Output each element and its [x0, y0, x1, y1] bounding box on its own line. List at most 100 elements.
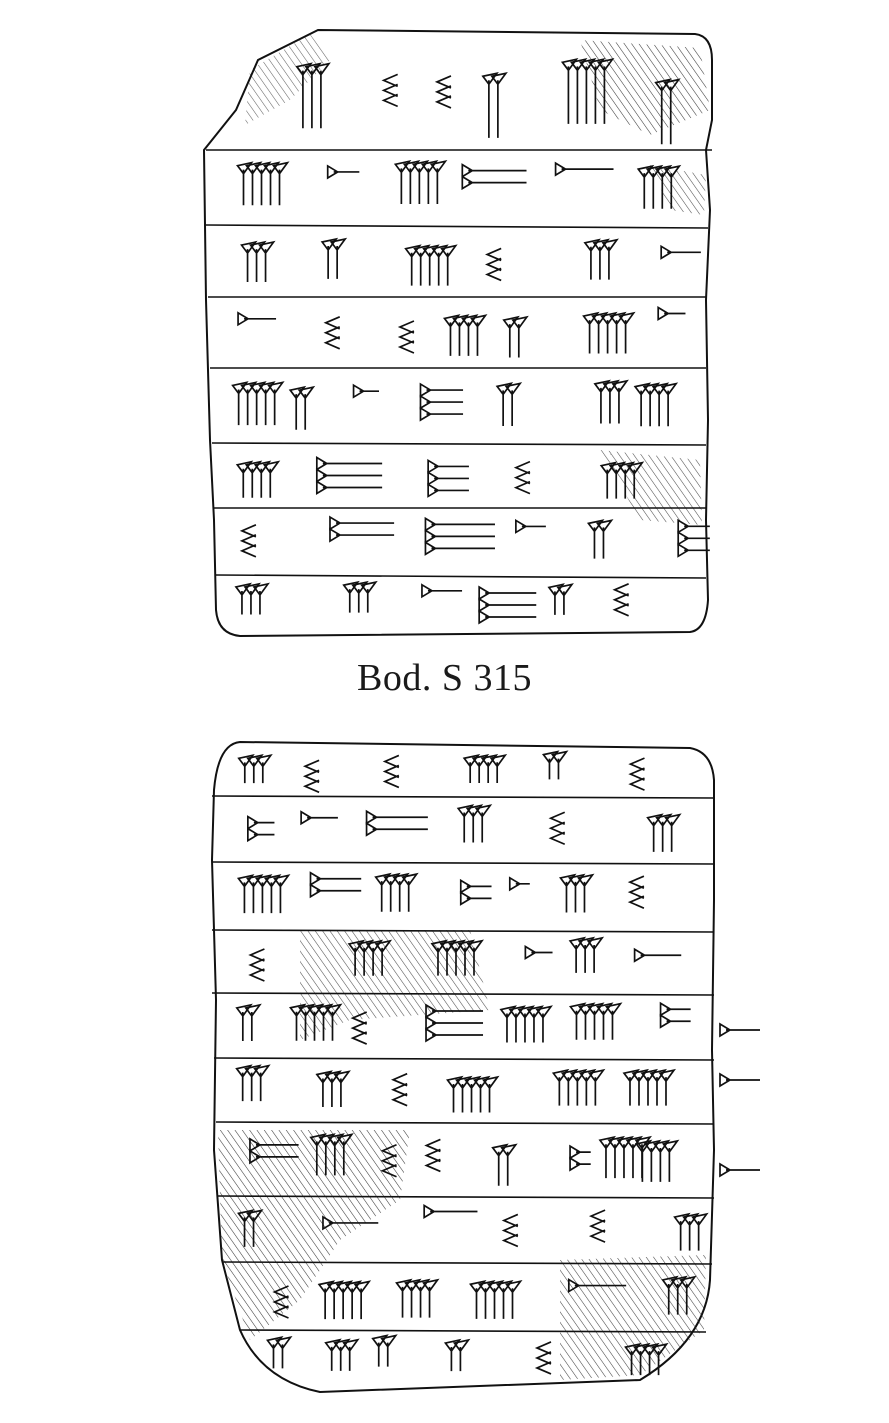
cuneiform-wedge [309, 1133, 327, 1176]
cuneiform-winkelhaken [350, 1031, 368, 1045]
cuneiform-wedge [322, 1215, 379, 1231]
damage-hatch-center [300, 930, 490, 1040]
cuneiform-wedge [333, 1338, 351, 1371]
cuneiform-wedge [677, 542, 710, 558]
cuneiform-wedge [360, 580, 378, 613]
cuneiform-wedge [459, 890, 492, 906]
cuneiform-wedge [664, 813, 682, 852]
cuneiform-winkelhaken [390, 1092, 408, 1107]
cuneiform-wedge [480, 753, 499, 784]
cuneiform-wedge [670, 1275, 688, 1315]
cuneiform-wedge [298, 1003, 316, 1041]
cuneiform-winkelhaken [424, 1158, 441, 1173]
cuneiform-wedge [568, 873, 586, 913]
cuneiform-winkelhaken [302, 759, 320, 774]
cuneiform-wedge [596, 1002, 614, 1040]
cuneiform-wedge [267, 381, 285, 426]
cuneiform-wedge [235, 1003, 253, 1041]
cuneiform-winkelhaken [485, 257, 502, 272]
cuneiform-wedge [655, 813, 673, 852]
damage-hatch-top [580, 40, 710, 135]
cuneiform-wedge [365, 939, 384, 976]
cuneiform-winkelhaken [382, 774, 400, 789]
cuneiform-wedge [419, 406, 464, 422]
cuneiform-wedge [478, 609, 537, 625]
cuneiform-wedge [596, 58, 615, 124]
cuneiform-winkelhaken [588, 1209, 606, 1223]
cuneiform-wedge [457, 939, 475, 976]
cuneiform-wedge [272, 874, 291, 914]
cuneiform-wedge [569, 1002, 587, 1040]
cuneiform-wedge [673, 1212, 691, 1251]
cuneiform-wedge [424, 540, 495, 556]
cuneiform-wedge [297, 385, 316, 430]
cuneiform-wedge [560, 1068, 579, 1106]
cuneiform-wedge [569, 1068, 588, 1106]
cuneiform-wedge [336, 1133, 354, 1176]
cuneiform-wedge [266, 1336, 284, 1369]
cuneiform-wedge [289, 1003, 307, 1041]
cuneiform-wedge [427, 470, 469, 486]
cuneiform-wedge [413, 1278, 431, 1318]
cuneiform-wedge [425, 1003, 484, 1019]
cuneiform-wedge [326, 164, 360, 180]
cuneiform-wedge [577, 873, 595, 913]
cuneiform-winkelhaken [248, 968, 265, 982]
cuneiform-wedge [253, 1064, 271, 1102]
cuneiform-wedge [380, 1334, 398, 1367]
cuneiform-wedge [324, 1338, 342, 1371]
cuneiform-wedge [469, 1279, 487, 1319]
cuneiform-wedge [329, 515, 395, 531]
cuneiform-winkelhaken [513, 460, 531, 475]
cuneiform-winkelhaken [434, 85, 452, 99]
cuneiform-wedge [505, 1279, 523, 1319]
cuneiform-winkelhaken [627, 875, 645, 889]
cuneiform-wedge [456, 804, 475, 843]
cuneiform-wedge [569, 1144, 591, 1160]
cuneiform-wedge [249, 1149, 299, 1165]
cuneiform-wedge [466, 939, 484, 976]
cuneiform-winkelhaken [239, 524, 257, 538]
cuneiform-wedge [500, 1143, 518, 1186]
cuneiform-wedge [427, 482, 469, 498]
cuneiform-wedge [616, 1135, 634, 1179]
cuneiform-winkelhaken [272, 1285, 289, 1299]
cuneiform-wedge [682, 1212, 700, 1251]
cuneiform-wedge [578, 1002, 596, 1040]
cuneiform-wedge [324, 1070, 342, 1107]
cuneiform-wedge [258, 240, 276, 282]
cuneiform-wedge [658, 1068, 676, 1106]
cuneiform-wedge [601, 238, 619, 280]
cuneiform-wedge [443, 1338, 462, 1372]
cuneiform-winkelhaken [381, 93, 399, 108]
cuneiform-wedge [461, 163, 527, 179]
cuneiform-wedge [371, 1334, 389, 1367]
cuneiform-wedge [634, 1139, 653, 1182]
tablet-caption: Bod. S 315 [357, 657, 532, 699]
cuneiform-wedge [335, 1280, 354, 1320]
cuneiform-wedge [245, 874, 264, 914]
cuneiform-winkelhaken [381, 83, 399, 98]
cuneiform-wedge [365, 809, 428, 825]
cuneiform-wedge [235, 1064, 253, 1102]
cuneiform-wedge [374, 872, 392, 912]
cuneiform-wedge [663, 164, 682, 209]
tablet-reverse-outline [210, 740, 716, 1394]
cuneiform-wedge [691, 1212, 709, 1251]
cuneiform-wedge [560, 58, 579, 124]
cuneiform-wedge [318, 1133, 336, 1176]
damage-hatch-right [650, 165, 706, 215]
cuneiform-wedge [586, 936, 605, 973]
cuneiform-wedge [327, 1133, 345, 1176]
cuneiform-wedge [421, 583, 463, 599]
cuneiform-wedge [427, 458, 469, 474]
cuneiform-winkelhaken [628, 757, 645, 771]
cuneiform-wedge [660, 244, 701, 260]
cuneiform-wedge [677, 530, 710, 546]
cuneiform-winkelhaken [350, 1011, 368, 1025]
cuneiform-wedge [659, 1001, 691, 1017]
cuneiform-wedge [526, 1005, 544, 1043]
cuneiform-wedge [317, 1280, 336, 1320]
cuneiform-winkelhaken [434, 75, 452, 89]
